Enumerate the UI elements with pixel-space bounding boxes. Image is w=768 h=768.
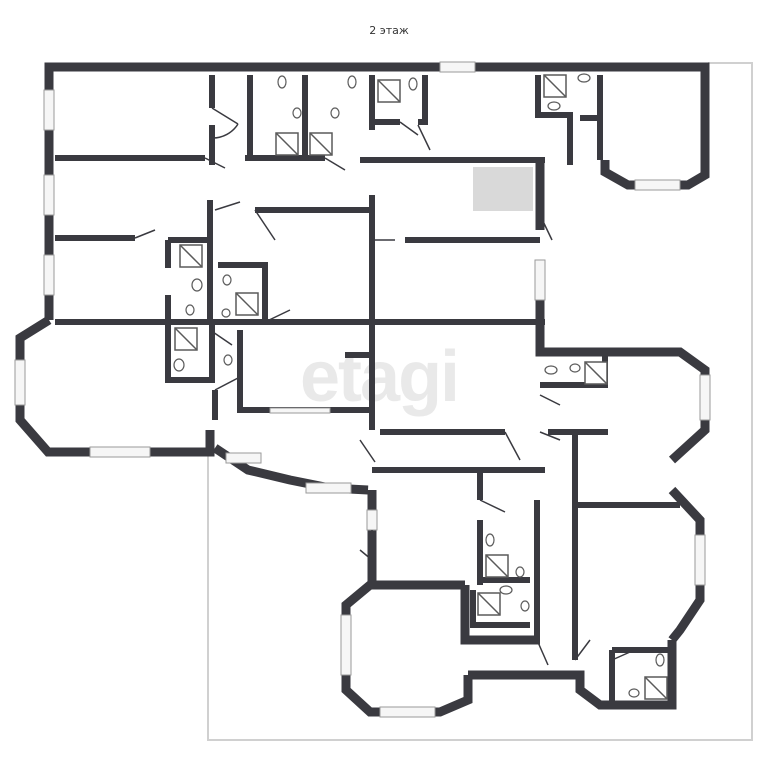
shower-trays (174, 74, 668, 700)
window (43, 174, 55, 216)
shower-icon (377, 79, 401, 103)
shower-icon (485, 554, 509, 578)
toilet-icon (577, 73, 591, 83)
door (204, 157, 226, 169)
shower-icon (309, 132, 333, 156)
door (574, 639, 591, 661)
toilet-icon (347, 75, 357, 89)
sanitary-fixtures (173, 73, 665, 698)
shower-icon (179, 244, 203, 268)
door (211, 107, 239, 139)
toilet-icon (408, 77, 418, 91)
sink-icon (330, 107, 340, 119)
window (43, 89, 55, 131)
door (324, 157, 346, 171)
door (504, 431, 521, 461)
door (134, 229, 156, 239)
door (209, 329, 233, 346)
window (439, 61, 476, 73)
floor-label: 2 этаж (369, 24, 409, 37)
window (634, 179, 681, 191)
sink-icon (223, 354, 233, 366)
shower-icon (275, 132, 299, 156)
window (694, 534, 706, 586)
toilet-icon (499, 585, 513, 595)
sink-icon (628, 688, 640, 698)
door (539, 431, 561, 441)
doors (134, 107, 631, 666)
window (366, 509, 378, 531)
toilet-icon (277, 75, 287, 89)
shower-icon (644, 676, 668, 700)
shower-icon (477, 592, 501, 616)
window (89, 446, 151, 458)
toilet-icon (173, 358, 185, 372)
toilet-icon (191, 278, 203, 292)
window (43, 254, 55, 296)
windows (14, 61, 711, 718)
window (534, 259, 546, 301)
sink-icon (221, 308, 231, 318)
door (539, 394, 561, 406)
watermark-logo: etagi (300, 337, 460, 417)
sink-icon (292, 107, 302, 119)
sink-icon (569, 363, 581, 373)
shower-icon (235, 292, 259, 316)
door (399, 121, 419, 136)
toilet-icon (485, 533, 495, 547)
window (699, 374, 711, 421)
interior-walls (55, 75, 680, 705)
door (359, 530, 373, 562)
window (225, 452, 262, 464)
toilet-icon (655, 653, 665, 667)
shaft-area (473, 167, 533, 211)
door (536, 639, 549, 666)
window (269, 407, 331, 414)
door (264, 309, 291, 323)
window (379, 706, 436, 718)
toilet-icon (544, 365, 558, 375)
toilet-icon (185, 304, 195, 316)
window (340, 614, 352, 676)
sink-icon (520, 600, 530, 612)
outer-walls (15, 62, 710, 717)
door (359, 439, 376, 463)
door (479, 499, 506, 513)
terrace-outline (207, 62, 753, 741)
door (214, 201, 241, 211)
shower-icon (174, 327, 198, 351)
door (214, 377, 239, 391)
door (539, 214, 553, 241)
door (254, 209, 276, 241)
window (305, 482, 352, 494)
sink-icon (222, 274, 232, 286)
window (14, 359, 26, 406)
sink-icon (515, 566, 525, 578)
door (417, 124, 431, 151)
shower-icon (543, 74, 567, 98)
door (611, 651, 631, 661)
shower-icon (584, 361, 608, 385)
sink-icon (547, 101, 561, 111)
